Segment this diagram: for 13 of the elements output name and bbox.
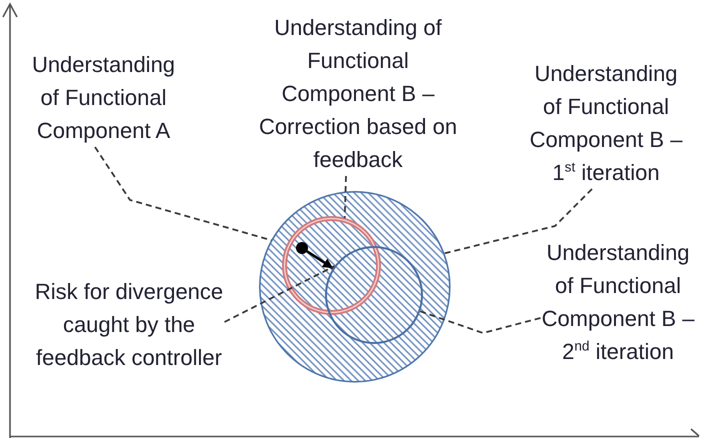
annotation-text: Risk for divergence caught by the feedback controller: [34, 275, 224, 374]
annotation-text: Understanding of Functional Component B – Correction based on feedback: [258, 11, 458, 176]
annotation-text: Understanding of Functional Component B – 1$^{st}$ iteration: [528, 57, 684, 189]
annotation-text: Understanding of Functional Component B – 2$^{nd}$ iteration: [540, 236, 696, 368]
dot-marker: [296, 242, 308, 254]
annotation-text: Understanding of Functional Component A: [30, 48, 176, 147]
hatched-circle: [259, 191, 451, 383]
leader-line: [224, 265, 335, 323]
leader-line: [94, 146, 272, 242]
overlapping-circle: [324, 246, 423, 344]
leader-line: [420, 310, 541, 334]
leader-line: [444, 188, 593, 254]
ring-outline: [282, 216, 382, 316]
